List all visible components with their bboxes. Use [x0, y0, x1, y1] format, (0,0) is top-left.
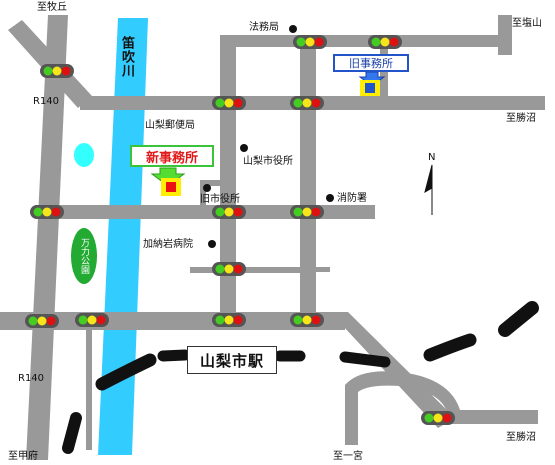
new-office-marker-inner	[166, 182, 176, 192]
old-office-label: 旧事務所	[333, 54, 409, 72]
traffic-light-icon	[293, 35, 327, 49]
label-legal-affairs: 法務局	[249, 22, 279, 33]
label-park: 万力公園	[79, 238, 89, 274]
road-diagonal-se	[330, 312, 455, 428]
facility-dot-icon	[326, 194, 334, 202]
label-hospital: 加納岩病院	[143, 239, 193, 250]
label-to-katsunuma-lower: 至勝沼	[506, 432, 536, 443]
manriki-park	[71, 228, 97, 284]
railway-south	[62, 412, 82, 454]
label-to-katsunuma-upper: 至勝沼	[506, 113, 536, 124]
facility-dot-icon	[240, 144, 248, 152]
traffic-light-icon	[368, 35, 402, 49]
road-r140	[26, 15, 68, 460]
facility-dots	[203, 25, 334, 248]
railway-east	[498, 301, 539, 337]
traffic-light-icon	[290, 96, 324, 110]
facility-dot-icon	[289, 25, 297, 33]
traffic-light-icon	[40, 64, 74, 78]
station-label: 山梨市駅	[187, 346, 277, 374]
railway-junction	[339, 351, 391, 368]
label-post-office: 山梨郵便局	[145, 120, 195, 131]
road-branch-city-hall	[200, 180, 226, 186]
fuefuki-river	[98, 18, 148, 455]
road-loop	[345, 371, 460, 445]
facility-dot-icon	[203, 184, 211, 192]
road-katsunuma-lower	[430, 410, 538, 424]
road-stub-east	[300, 267, 330, 272]
label-to-ichinomiya: 至一宮	[333, 451, 363, 462]
label-city-hall: 山梨市役所	[243, 156, 293, 167]
traffic-light-icon	[75, 313, 109, 327]
road-vertical-c	[498, 15, 512, 55]
traffic-light-icon	[25, 314, 59, 328]
traffic-light-icon	[212, 313, 246, 327]
traffic-light-icon	[30, 205, 64, 219]
road-middle	[35, 205, 375, 219]
road-vertical-b	[300, 35, 316, 320]
new-office-label: 新事務所	[130, 145, 214, 167]
traffic-light-icon	[290, 313, 324, 327]
road-stub-old-office	[380, 45, 388, 103]
road-branch-city-hall-v	[200, 180, 206, 210]
label-fire-station: 消防署	[337, 193, 367, 204]
traffic-light-icon	[421, 411, 455, 425]
traffic-light-icon	[212, 262, 246, 276]
label-to-makigaoka: 至牧丘	[37, 2, 67, 13]
traffic-light-icon	[212, 96, 246, 110]
north-arrow-icon	[424, 164, 433, 215]
label-route-upper: R140	[33, 96, 60, 107]
road-top	[220, 35, 510, 47]
label-river: 笛吹川	[119, 36, 134, 78]
railway	[62, 301, 539, 454]
road-branch-hospital	[190, 267, 310, 273]
railway-west	[95, 353, 157, 391]
traffic-light-icon	[212, 205, 246, 219]
railway-station-left	[157, 349, 191, 362]
label-to-shioyama: 至塩山	[512, 18, 542, 29]
north-label: N	[428, 152, 436, 163]
label-route-lower: R140	[18, 373, 45, 384]
pond	[74, 143, 94, 167]
facility-dot-icon	[208, 240, 216, 248]
traffic-light-icon	[290, 205, 324, 219]
old-office-marker-inner	[365, 83, 375, 93]
traffic-signals	[25, 35, 455, 425]
label-to-kofu: 至甲府	[8, 451, 38, 462]
road-thin-lower	[86, 320, 92, 450]
railway-center	[423, 333, 477, 362]
label-old-city-hall: 旧市役所	[200, 194, 240, 205]
